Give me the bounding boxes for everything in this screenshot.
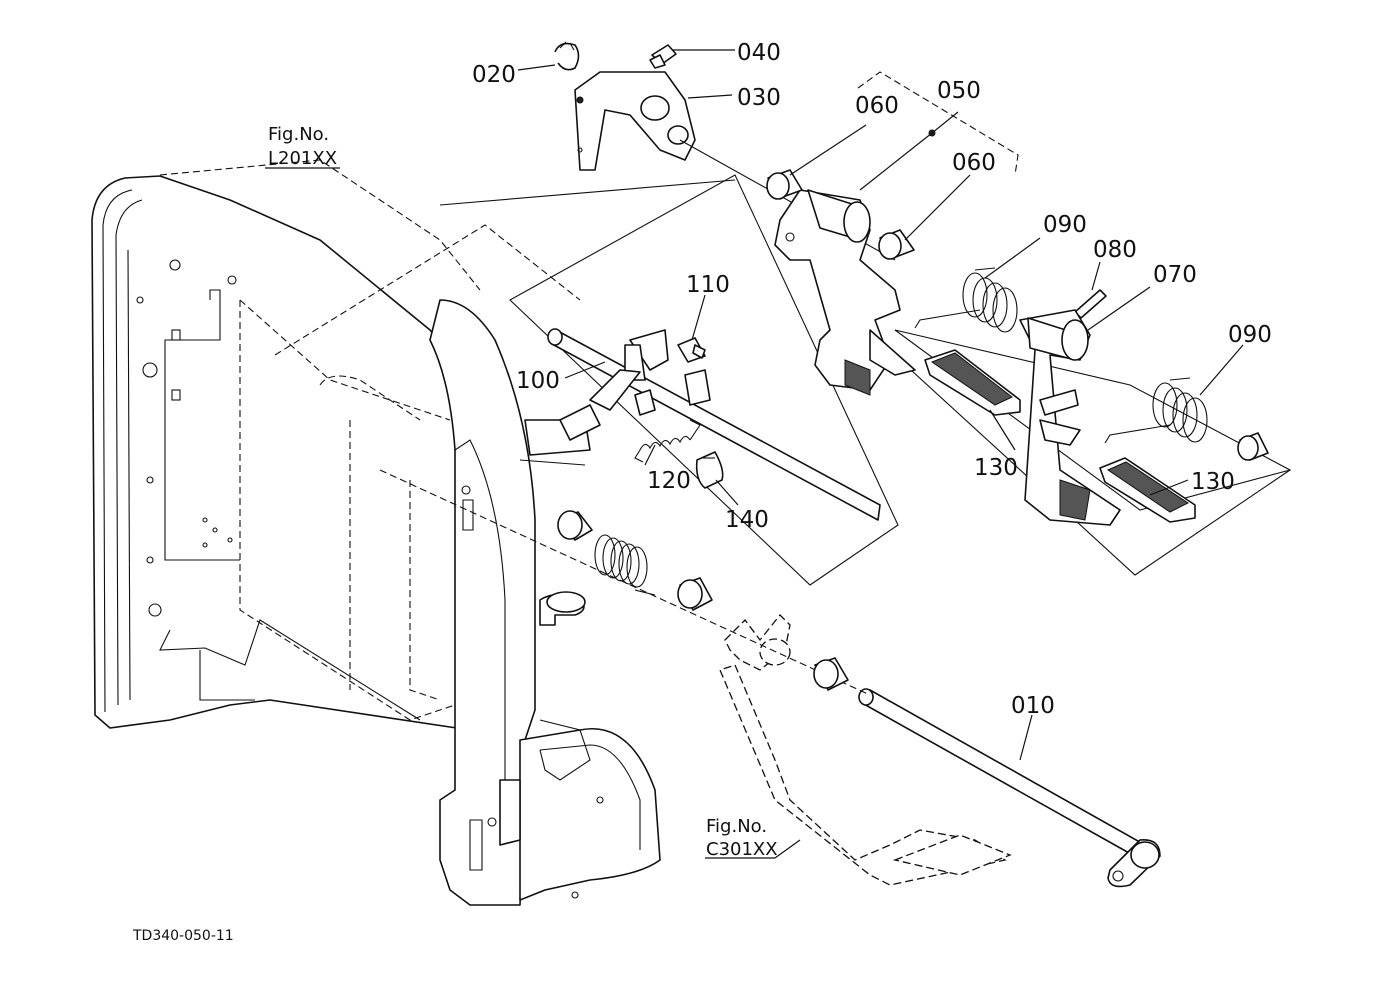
drawing-code: TD340-050-11 — [132, 928, 234, 944]
spring-120 — [634, 419, 701, 463]
assembly-box-100 — [509, 174, 899, 586]
part-label-140: 140 — [725, 507, 769, 533]
group-bracket-050 — [857, 71, 1019, 176]
figure-reference-l201xx-line2: L201XX — [268, 148, 337, 169]
spring-090-lower — [1104, 377, 1208, 444]
part-labels: 020 040 030 050 060 060 090 080 070 090 … — [472, 40, 1272, 719]
part-label-110: 110 — [686, 272, 730, 298]
part-label-080: 080 — [1093, 237, 1137, 263]
part-label-100: 100 — [516, 368, 560, 394]
leader-lines — [265, 49, 1244, 859]
part-label-120: 120 — [647, 468, 691, 494]
lower-spring — [594, 534, 656, 596]
dashed-reference-panel — [159, 159, 481, 721]
pedal-pad-130-upper — [924, 349, 1021, 416]
end-bushing — [1237, 432, 1269, 461]
part-label-090-lower: 090 — [1228, 322, 1272, 348]
part-label-030: 030 — [737, 85, 781, 111]
figure-reference-c301xx-line1: Fig.No. — [706, 816, 767, 837]
part-label-050: 050 — [937, 78, 981, 104]
figure-reference-l201xx: Fig.No. L201XX — [268, 124, 337, 169]
spring-090-upper — [914, 267, 1018, 333]
shaft-010 — [858, 688, 1161, 888]
pedal-arm-070 — [1019, 309, 1121, 526]
shaft-100 — [547, 328, 881, 521]
bracket-030 — [574, 71, 696, 171]
cap-140 — [695, 451, 724, 489]
bushing-060-upper — [766, 169, 803, 200]
figure-reference-c301xx: Fig.No. C301XX — [706, 816, 778, 860]
pedal-arm-050 — [774, 189, 916, 396]
part-label-130-lower: 130 — [1191, 469, 1235, 495]
lower-axis-parts — [379, 469, 871, 696]
floor-bracket — [499, 719, 661, 901]
dashed-brake-pedal — [719, 614, 1012, 886]
bushing-060-lower — [878, 229, 915, 260]
part-label-060-lower: 060 — [952, 150, 996, 176]
grease-fitting-040 — [649, 44, 677, 69]
figure-reference-l201xx-line1: Fig.No. — [268, 124, 329, 145]
snap-ring-020 — [554, 41, 580, 71]
part-label-010: 010 — [1011, 693, 1055, 719]
pin-080 — [1074, 289, 1107, 319]
part-label-070: 070 — [1153, 262, 1197, 288]
figure-reference-c301xx-line2: C301XX — [706, 839, 778, 860]
pedal-pad-130-lower — [1099, 457, 1196, 523]
part-label-090-upper: 090 — [1043, 212, 1087, 238]
part-label-040: 040 — [737, 40, 781, 66]
front-panel-frame — [91, 175, 481, 731]
part-label-130-upper: 130 — [974, 455, 1018, 481]
grease-fitting-110 — [677, 337, 706, 363]
part-label-020: 020 — [472, 62, 516, 88]
part-label-060-upper: 060 — [855, 93, 899, 119]
